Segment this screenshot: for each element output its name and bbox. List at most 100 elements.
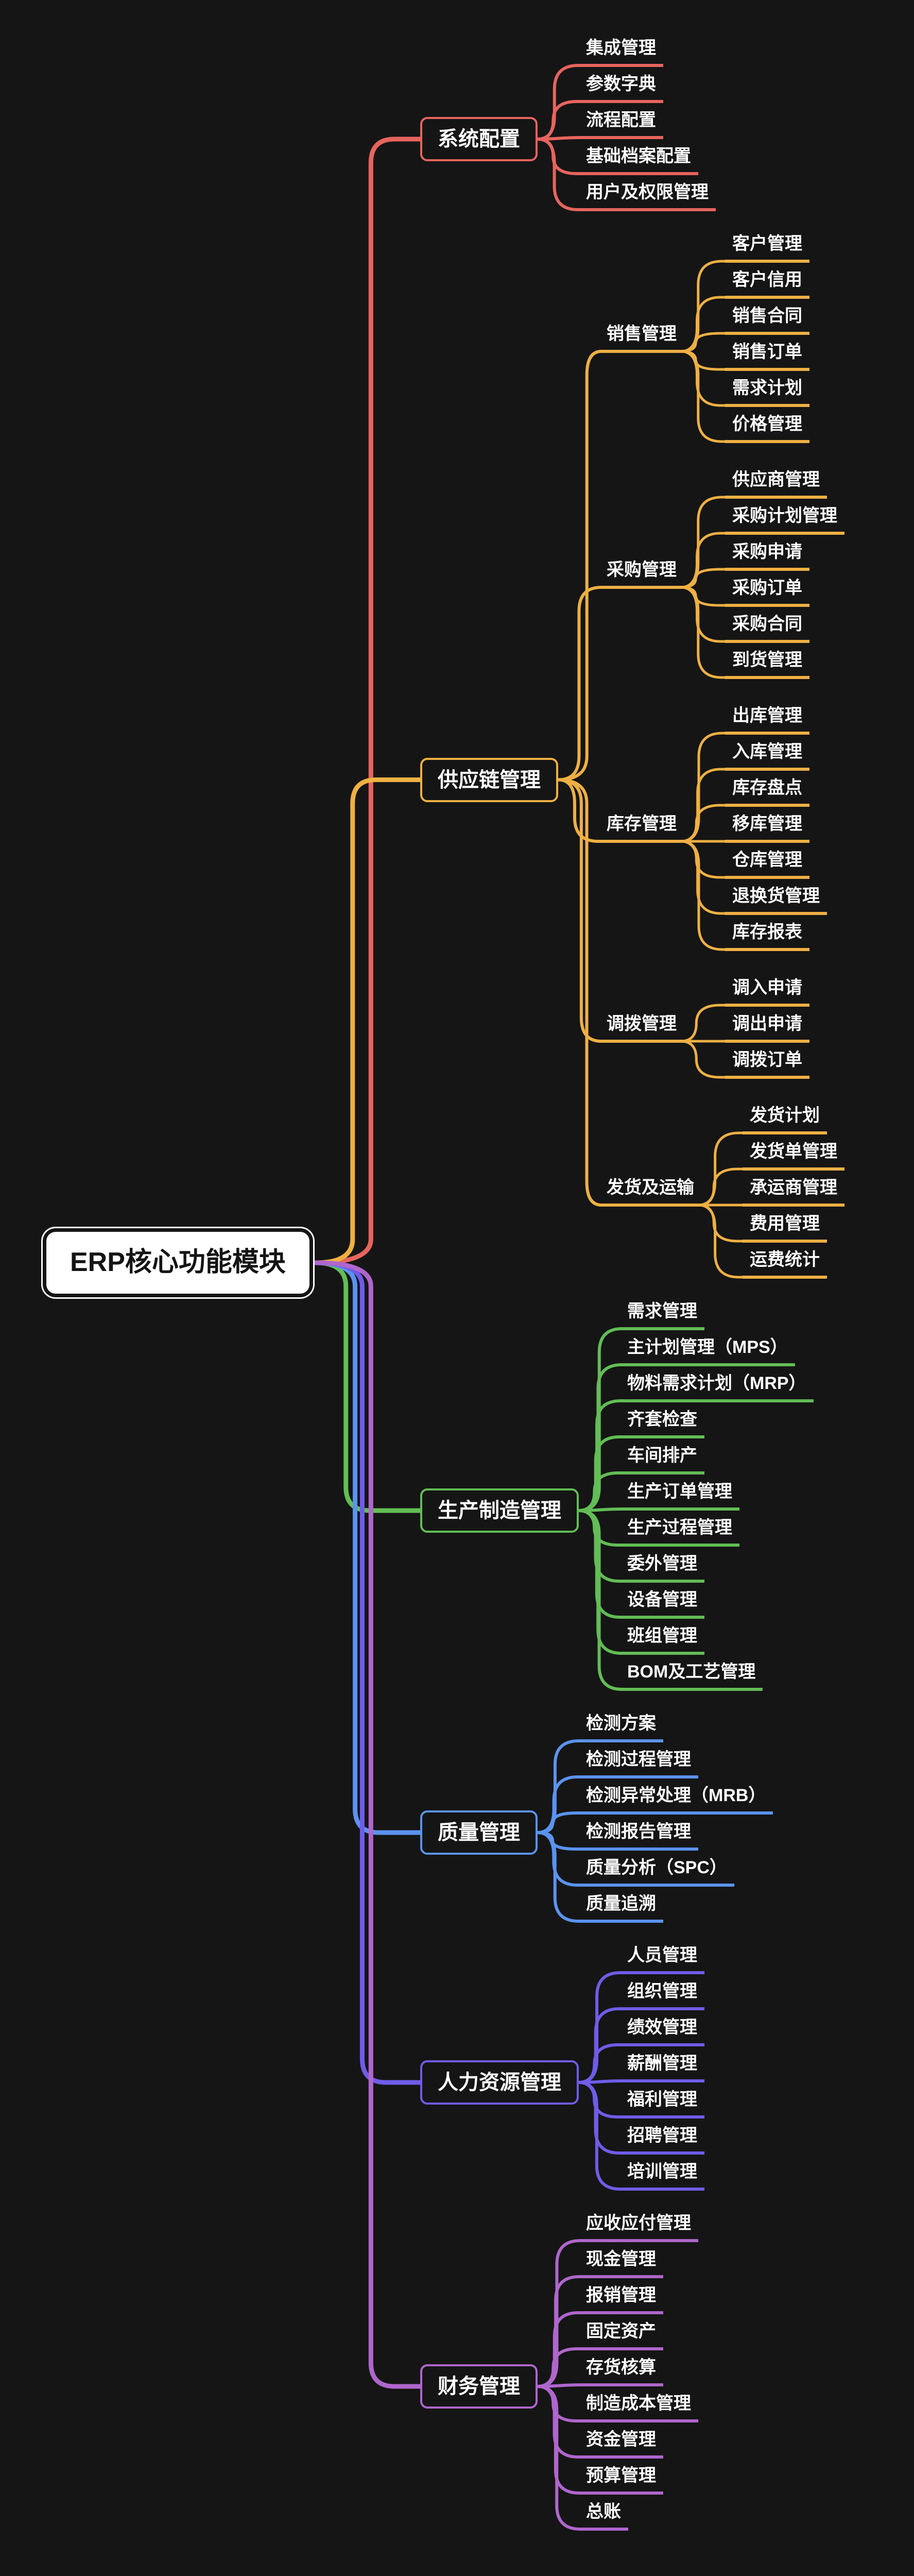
leaf-topic[interactable]: 生产订单管理 bbox=[620, 1482, 739, 1511]
leaf-topic[interactable]: 固定资产 bbox=[579, 2321, 663, 2351]
connector bbox=[577, 1471, 624, 1512]
leaf-topic[interactable]: 采购计划管理 bbox=[725, 506, 844, 535]
leaf-topic[interactable]: 调出申请 bbox=[725, 1014, 809, 1043]
leaf-topic[interactable]: 委外管理 bbox=[620, 1554, 704, 1583]
leaf-topic[interactable]: 现金管理 bbox=[579, 2249, 663, 2279]
connector bbox=[536, 138, 582, 211]
leaf-topic[interactable]: 薪酬管理 bbox=[620, 2054, 704, 2083]
leaf-topic[interactable]: 检测报告管理 bbox=[579, 1822, 698, 1851]
branch-topic-5[interactable]: 人力资源管理 bbox=[420, 2060, 579, 2105]
leaf-topic[interactable]: 出库管理 bbox=[725, 706, 809, 735]
leaf-topic[interactable]: 物料需求计划（MRP） bbox=[620, 1374, 814, 1403]
leaf-topic[interactable]: 报销管理 bbox=[579, 2285, 663, 2315]
subtopic[interactable]: 库存管理 bbox=[599, 814, 684, 843]
connector bbox=[557, 778, 603, 1207]
leaf-topic[interactable]: 集成管理 bbox=[579, 38, 663, 67]
leaf-topic[interactable]: 库存报表 bbox=[725, 922, 809, 952]
connector bbox=[679, 296, 729, 353]
subtopic[interactable]: 发货及运输 bbox=[599, 1178, 701, 1207]
leaf-topic[interactable]: 参数字典 bbox=[579, 74, 663, 104]
leaf-topic[interactable]: 承运商管理 bbox=[743, 1178, 844, 1207]
leaf-topic[interactable]: 客户信用 bbox=[725, 270, 809, 299]
connector bbox=[679, 350, 729, 443]
connector bbox=[536, 1831, 582, 1923]
branch-topic-3[interactable]: 生产制造管理 bbox=[420, 1488, 579, 1533]
leaf-topic[interactable]: 培训管理 bbox=[620, 2162, 704, 2191]
leaf-topic[interactable]: 发货计划 bbox=[743, 1106, 827, 1135]
leaf-topic[interactable]: BOM及工艺管理 bbox=[620, 1662, 763, 1691]
connector bbox=[536, 100, 582, 141]
leaf-topic[interactable]: 招聘管理 bbox=[620, 2126, 704, 2155]
leaf-topic[interactable]: 组织管理 bbox=[620, 1981, 704, 2011]
connector bbox=[577, 2043, 624, 2084]
leaf-topic[interactable]: 供应商管理 bbox=[725, 470, 827, 499]
leaf-topic[interactable]: 基础档案配置 bbox=[579, 146, 698, 176]
leaf-topic[interactable]: 检测异常处理（MRB） bbox=[579, 1786, 773, 1815]
branch-topic-6[interactable]: 财务管理 bbox=[420, 2364, 538, 2409]
leaf-topic[interactable]: 预算管理 bbox=[579, 2466, 663, 2495]
leaf-topic[interactable]: 价格管理 bbox=[725, 414, 809, 444]
branch-topic-2[interactable]: 供应链管理 bbox=[420, 758, 558, 802]
connector bbox=[313, 777, 423, 1265]
subtopic[interactable]: 销售管理 bbox=[599, 324, 684, 353]
leaf-topic[interactable]: 齐套检查 bbox=[620, 1410, 704, 1439]
subtopic[interactable]: 调拨管理 bbox=[599, 1014, 684, 1043]
leaf-topic[interactable]: 福利管理 bbox=[620, 2090, 704, 2119]
leaf-topic[interactable]: 质量追溯 bbox=[579, 1894, 663, 1923]
connector bbox=[679, 1004, 729, 1043]
leaf-topic[interactable]: 入库管理 bbox=[725, 742, 809, 771]
leaf-topic[interactable]: 采购申请 bbox=[725, 542, 809, 571]
leaf-topic[interactable]: 车间排产 bbox=[620, 1446, 704, 1475]
leaf-topic[interactable]: 班组管理 bbox=[620, 1626, 704, 1655]
leaf-topic[interactable]: 移库管理 bbox=[725, 814, 809, 843]
leaf-topic[interactable]: 退换货管理 bbox=[725, 886, 827, 916]
connector bbox=[679, 586, 729, 679]
branch-topic-1[interactable]: 系统配置 bbox=[420, 117, 538, 161]
leaf-topic[interactable]: 主计划管理（MPS） bbox=[620, 1337, 795, 1367]
leaf-topic[interactable]: 调拨订单 bbox=[725, 1050, 809, 1079]
leaf-topic[interactable]: 采购订单 bbox=[725, 578, 809, 607]
root-topic[interactable]: ERP核心功能模块 bbox=[46, 1232, 309, 1294]
leaf-topic[interactable]: 仓库管理 bbox=[725, 850, 809, 879]
connector bbox=[679, 568, 729, 589]
leaf-topic[interactable]: 人员管理 bbox=[620, 1945, 704, 1975]
leaf-topic[interactable]: 设备管理 bbox=[620, 1590, 704, 1619]
leaf-topic[interactable]: 销售合同 bbox=[725, 306, 809, 335]
connector bbox=[577, 2081, 624, 2191]
subtopic[interactable]: 采购管理 bbox=[599, 560, 684, 589]
leaf-topic[interactable]: 销售订单 bbox=[725, 342, 809, 371]
connector bbox=[557, 586, 603, 782]
connector bbox=[697, 1167, 746, 1207]
leaf-topic[interactable]: 应收应付管理 bbox=[579, 2213, 698, 2243]
leaf-topic[interactable]: 生产过程管理 bbox=[620, 1518, 739, 1547]
leaf-topic[interactable]: 到货管理 bbox=[725, 650, 809, 680]
connector bbox=[313, 1260, 423, 2389]
leaf-topic[interactable]: 调入申请 bbox=[725, 978, 809, 1007]
leaf-topic[interactable]: 客户管理 bbox=[725, 234, 809, 263]
connector bbox=[536, 2347, 582, 2388]
leaf-topic[interactable]: 质量分析（SPC） bbox=[579, 1858, 734, 1887]
leaf-topic[interactable]: 运费统计 bbox=[743, 1250, 827, 1279]
leaf-topic[interactable]: 采购合同 bbox=[725, 614, 809, 643]
leaf-topic[interactable]: 绩效管理 bbox=[620, 2018, 704, 2047]
leaf-topic[interactable]: 用户及权限管理 bbox=[579, 182, 716, 212]
leaf-topic[interactable]: 制造成本管理 bbox=[579, 2394, 698, 2423]
connector bbox=[313, 137, 423, 1265]
leaf-topic[interactable]: 总账 bbox=[579, 2502, 628, 2531]
leaf-topic[interactable]: 资金管理 bbox=[579, 2430, 663, 2459]
connector bbox=[679, 532, 729, 589]
leaf-topic[interactable]: 发货单管理 bbox=[743, 1142, 844, 1171]
leaf-topic[interactable]: 检测过程管理 bbox=[579, 1750, 698, 1779]
leaf-topic[interactable]: 检测方案 bbox=[579, 1714, 663, 1743]
leaf-topic[interactable]: 存货核算 bbox=[579, 2358, 663, 2387]
branch-topic-4[interactable]: 质量管理 bbox=[420, 1810, 538, 1855]
leaf-topic[interactable]: 流程配置 bbox=[579, 110, 663, 140]
connector bbox=[679, 332, 729, 353]
leaf-topic[interactable]: 库存盘点 bbox=[725, 778, 809, 807]
leaf-topic[interactable]: 需求管理 bbox=[620, 1301, 704, 1331]
leaf-topic[interactable]: 费用管理 bbox=[743, 1214, 827, 1243]
leaf-topic[interactable]: 需求计划 bbox=[725, 378, 809, 408]
